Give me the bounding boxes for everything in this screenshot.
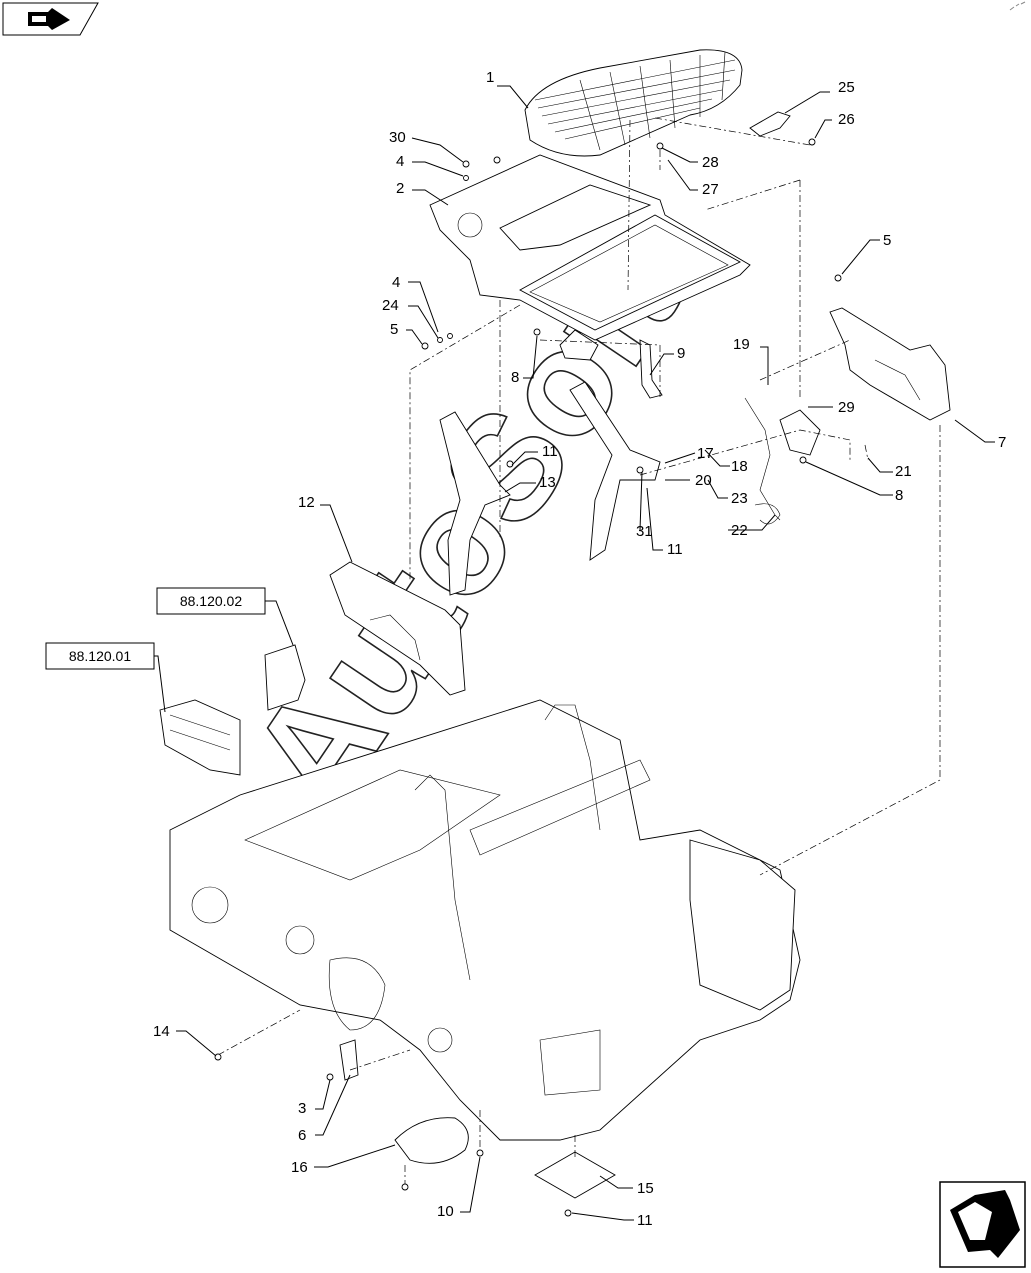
ref-box-88-120-01[interactable]: 88.120.01: [45, 642, 166, 713]
callout-11: 11: [667, 541, 683, 558]
callout-4: 4: [396, 153, 404, 170]
bracket-part-13: [439, 411, 511, 596]
callout-18: 18: [731, 458, 748, 475]
callout-leader: [649, 353, 674, 376]
centerlines: [217, 117, 941, 1185]
callout-26: 26: [838, 111, 855, 128]
callout-leader: [661, 147, 698, 163]
callout-leader: [707, 479, 728, 499]
bracket-part-17: [569, 381, 661, 561]
callout-leader: [728, 514, 776, 531]
callout-11: 11: [637, 1212, 653, 1229]
callout-leader: [954, 419, 995, 443]
callout-20: 20: [695, 472, 712, 489]
ref-assembly-88-120-02: [264, 644, 306, 711]
callout-leader: [320, 504, 353, 563]
callout-22: 22: [731, 522, 748, 539]
callout-leader: [406, 329, 423, 345]
callout-29: 29: [838, 399, 855, 416]
cover-plate-part-16: [394, 1117, 469, 1164]
callout-leader: [571, 1212, 634, 1221]
callout-28: 28: [702, 154, 719, 171]
callout-leader: [667, 159, 698, 191]
callout-leader: [314, 1144, 396, 1168]
callout-12: 12: [298, 494, 315, 511]
callout-leader: [504, 482, 536, 493]
callout-16: 16: [291, 1159, 308, 1176]
callout-leader: [805, 461, 893, 496]
callout-8: 8: [511, 369, 519, 386]
callout-leader: [408, 281, 439, 333]
ref-assembly-88-120-01: [159, 699, 241, 776]
callout-2: 2: [396, 180, 404, 197]
callout-31: 31: [636, 523, 653, 540]
ref-box-88-120-02[interactable]: 88.120.02: [156, 587, 294, 646]
callout-24: 24: [382, 297, 399, 314]
callout-8: 8: [895, 487, 903, 504]
callout-1: 1: [486, 69, 494, 86]
upper-panel-part-2: [429, 154, 751, 361]
callout-leader: [704, 449, 730, 467]
callout-19: 19: [733, 336, 750, 353]
callout-leader: [760, 346, 769, 385]
svg-text:88.120.01: 88.120.01: [69, 648, 131, 664]
callout-23: 23: [731, 490, 748, 507]
callout-leader: [412, 189, 449, 206]
main-frame: [169, 699, 801, 1141]
callout-leader: [639, 471, 643, 531]
callout-leader: [599, 1175, 633, 1189]
callout-leader: [664, 452, 696, 464]
callout-7: 7: [998, 434, 1006, 451]
callout-10: 10: [437, 1203, 454, 1220]
next-page-button[interactable]: [939, 1181, 1026, 1268]
side-panel-part-7: [829, 307, 951, 421]
callout-leader: [523, 335, 538, 379]
callout-5: 5: [883, 232, 891, 249]
callout-3: 3: [298, 1100, 306, 1117]
callout-21: 21: [895, 463, 912, 480]
callout-15: 15: [637, 1180, 654, 1197]
corner-mark: [1009, 1, 1026, 11]
callout-25: 25: [838, 79, 855, 96]
callout-leader: [841, 239, 880, 275]
rear-cover-part-12: [329, 561, 466, 696]
callout-leader: [460, 1156, 481, 1213]
callout-leader: [176, 1030, 217, 1057]
callout-27: 27: [702, 181, 719, 198]
bracket-part-9: [639, 339, 663, 399]
callout-4: 4: [392, 274, 400, 291]
callout-leader: [408, 305, 439, 339]
callout-17: 17: [697, 445, 714, 462]
callout-9: 9: [677, 345, 685, 362]
prev-page-button[interactable]: [2, 2, 99, 36]
callout-11: 11: [542, 443, 558, 460]
callout-leader: [497, 85, 529, 109]
callout-leader: [867, 457, 893, 473]
callout-13: 13: [539, 474, 556, 491]
callout-leader: [315, 1074, 351, 1136]
callout-5: 5: [390, 321, 398, 338]
bracket-part-25: [749, 111, 791, 137]
top-cover-part-1: [524, 49, 743, 157]
callout-leader: [814, 119, 832, 139]
callout-leader: [315, 1079, 331, 1110]
callout-leader: [412, 161, 464, 177]
callout-14: 14: [153, 1023, 170, 1040]
latch-parts-18-23: [744, 397, 821, 525]
fasteners: [214, 138, 842, 1217]
callout-6: 6: [298, 1127, 306, 1144]
callout-leader: [411, 137, 464, 163]
next-page-icon: [950, 1190, 1020, 1258]
svg-text:88.120.02: 88.120.02: [180, 593, 242, 609]
callout-labels: 1 25 26 30 4 28 2 27 5 4 24 5 9 19 8 29 7 11 17 13 18 21 20 23 8…: [153, 69, 1006, 1229]
prev-page-icon: [28, 8, 70, 30]
callout-leader: [784, 91, 830, 114]
callout-30: 30: [389, 129, 406, 146]
callout-leader: [511, 451, 538, 466]
plate-part-15: [534, 1151, 616, 1199]
plate-part-6: [339, 1039, 359, 1081]
callout-leader: [646, 487, 663, 551]
